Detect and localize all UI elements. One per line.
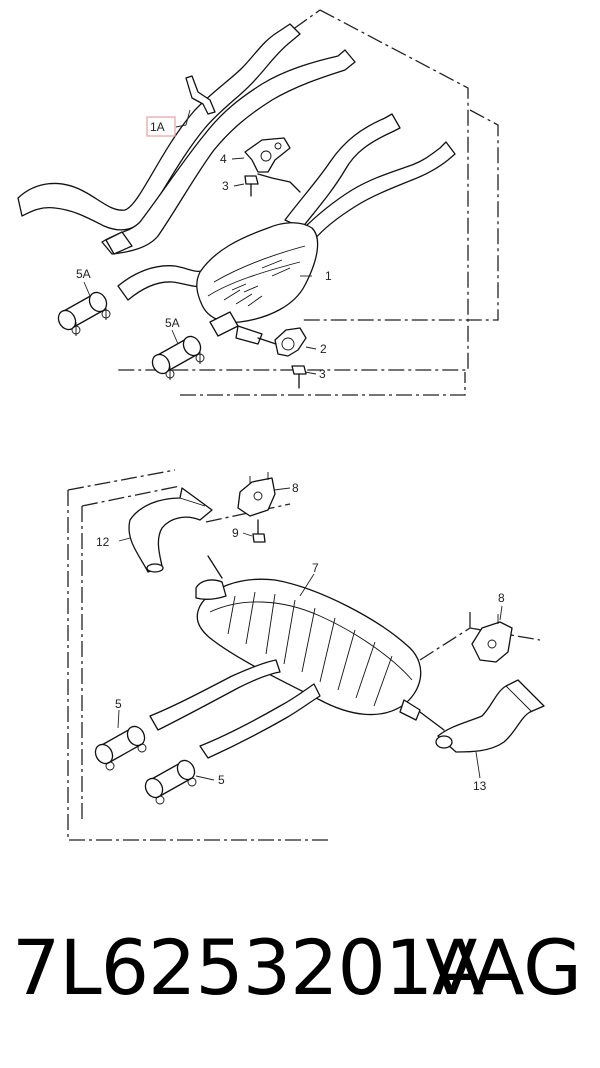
- bolt-3-lower: [291, 365, 307, 389]
- rear-muffler-7: [195, 555, 445, 731]
- footer: 7L6253201A VAG: [0, 930, 600, 1040]
- callout-8-right: 8: [498, 591, 505, 605]
- link-pipes: [149, 659, 321, 759]
- callout-3-lower: 3: [319, 367, 326, 381]
- callout-1A: 1A: [150, 120, 165, 134]
- clamp-5-lower: [144, 759, 197, 805]
- callout-5-lower: 5: [218, 773, 225, 787]
- clamp-5-upper: [94, 725, 147, 771]
- callout-12: 12: [96, 535, 110, 549]
- clamp-5A-right: [151, 335, 205, 380]
- callout-2: 2: [320, 342, 327, 356]
- exhaust-system-diagram: 1A 1 2 3 4 3 5A 5A 5 5 7 8 8 9 12 13: [17, 9, 545, 841]
- clamp-5A-left: [57, 291, 111, 336]
- callout-5A-right: 5A: [165, 316, 180, 330]
- callout-labels: 1A 1 2 3 4 3 5A 5A 5 5 7 8 8 9 12 13: [76, 116, 505, 793]
- part-number: 7L6253201A: [12, 923, 484, 1012]
- callout-1: 1: [325, 269, 332, 283]
- callout-5A-left: 5A: [76, 267, 91, 281]
- leader-lines: [83, 109, 503, 781]
- front-pipes: [17, 23, 456, 301]
- brand-label: VAG: [425, 923, 582, 1012]
- hanger-bracket-8-right: [471, 614, 513, 663]
- callout-13: 13: [473, 779, 487, 793]
- tailpipe-12: [128, 487, 213, 573]
- callout-7: 7: [312, 561, 319, 575]
- callout-3-upper: 3: [222, 179, 229, 193]
- hanger-bracket-8-top: [237, 472, 276, 517]
- tailpipe-13: [435, 679, 545, 753]
- bolt-9: [252, 519, 266, 543]
- center-silencer: [196, 222, 319, 345]
- callout-9: 9: [232, 526, 239, 540]
- hanger-bracket-4: [244, 137, 301, 193]
- callout-8-top: 8: [292, 481, 299, 495]
- callout-5-upper: 5: [115, 697, 122, 711]
- hanger-bracket-2: [257, 327, 307, 357]
- bolt-3-upper: [244, 175, 259, 197]
- callout-1A-highlight: [146, 116, 176, 137]
- callout-4: 4: [220, 152, 227, 166]
